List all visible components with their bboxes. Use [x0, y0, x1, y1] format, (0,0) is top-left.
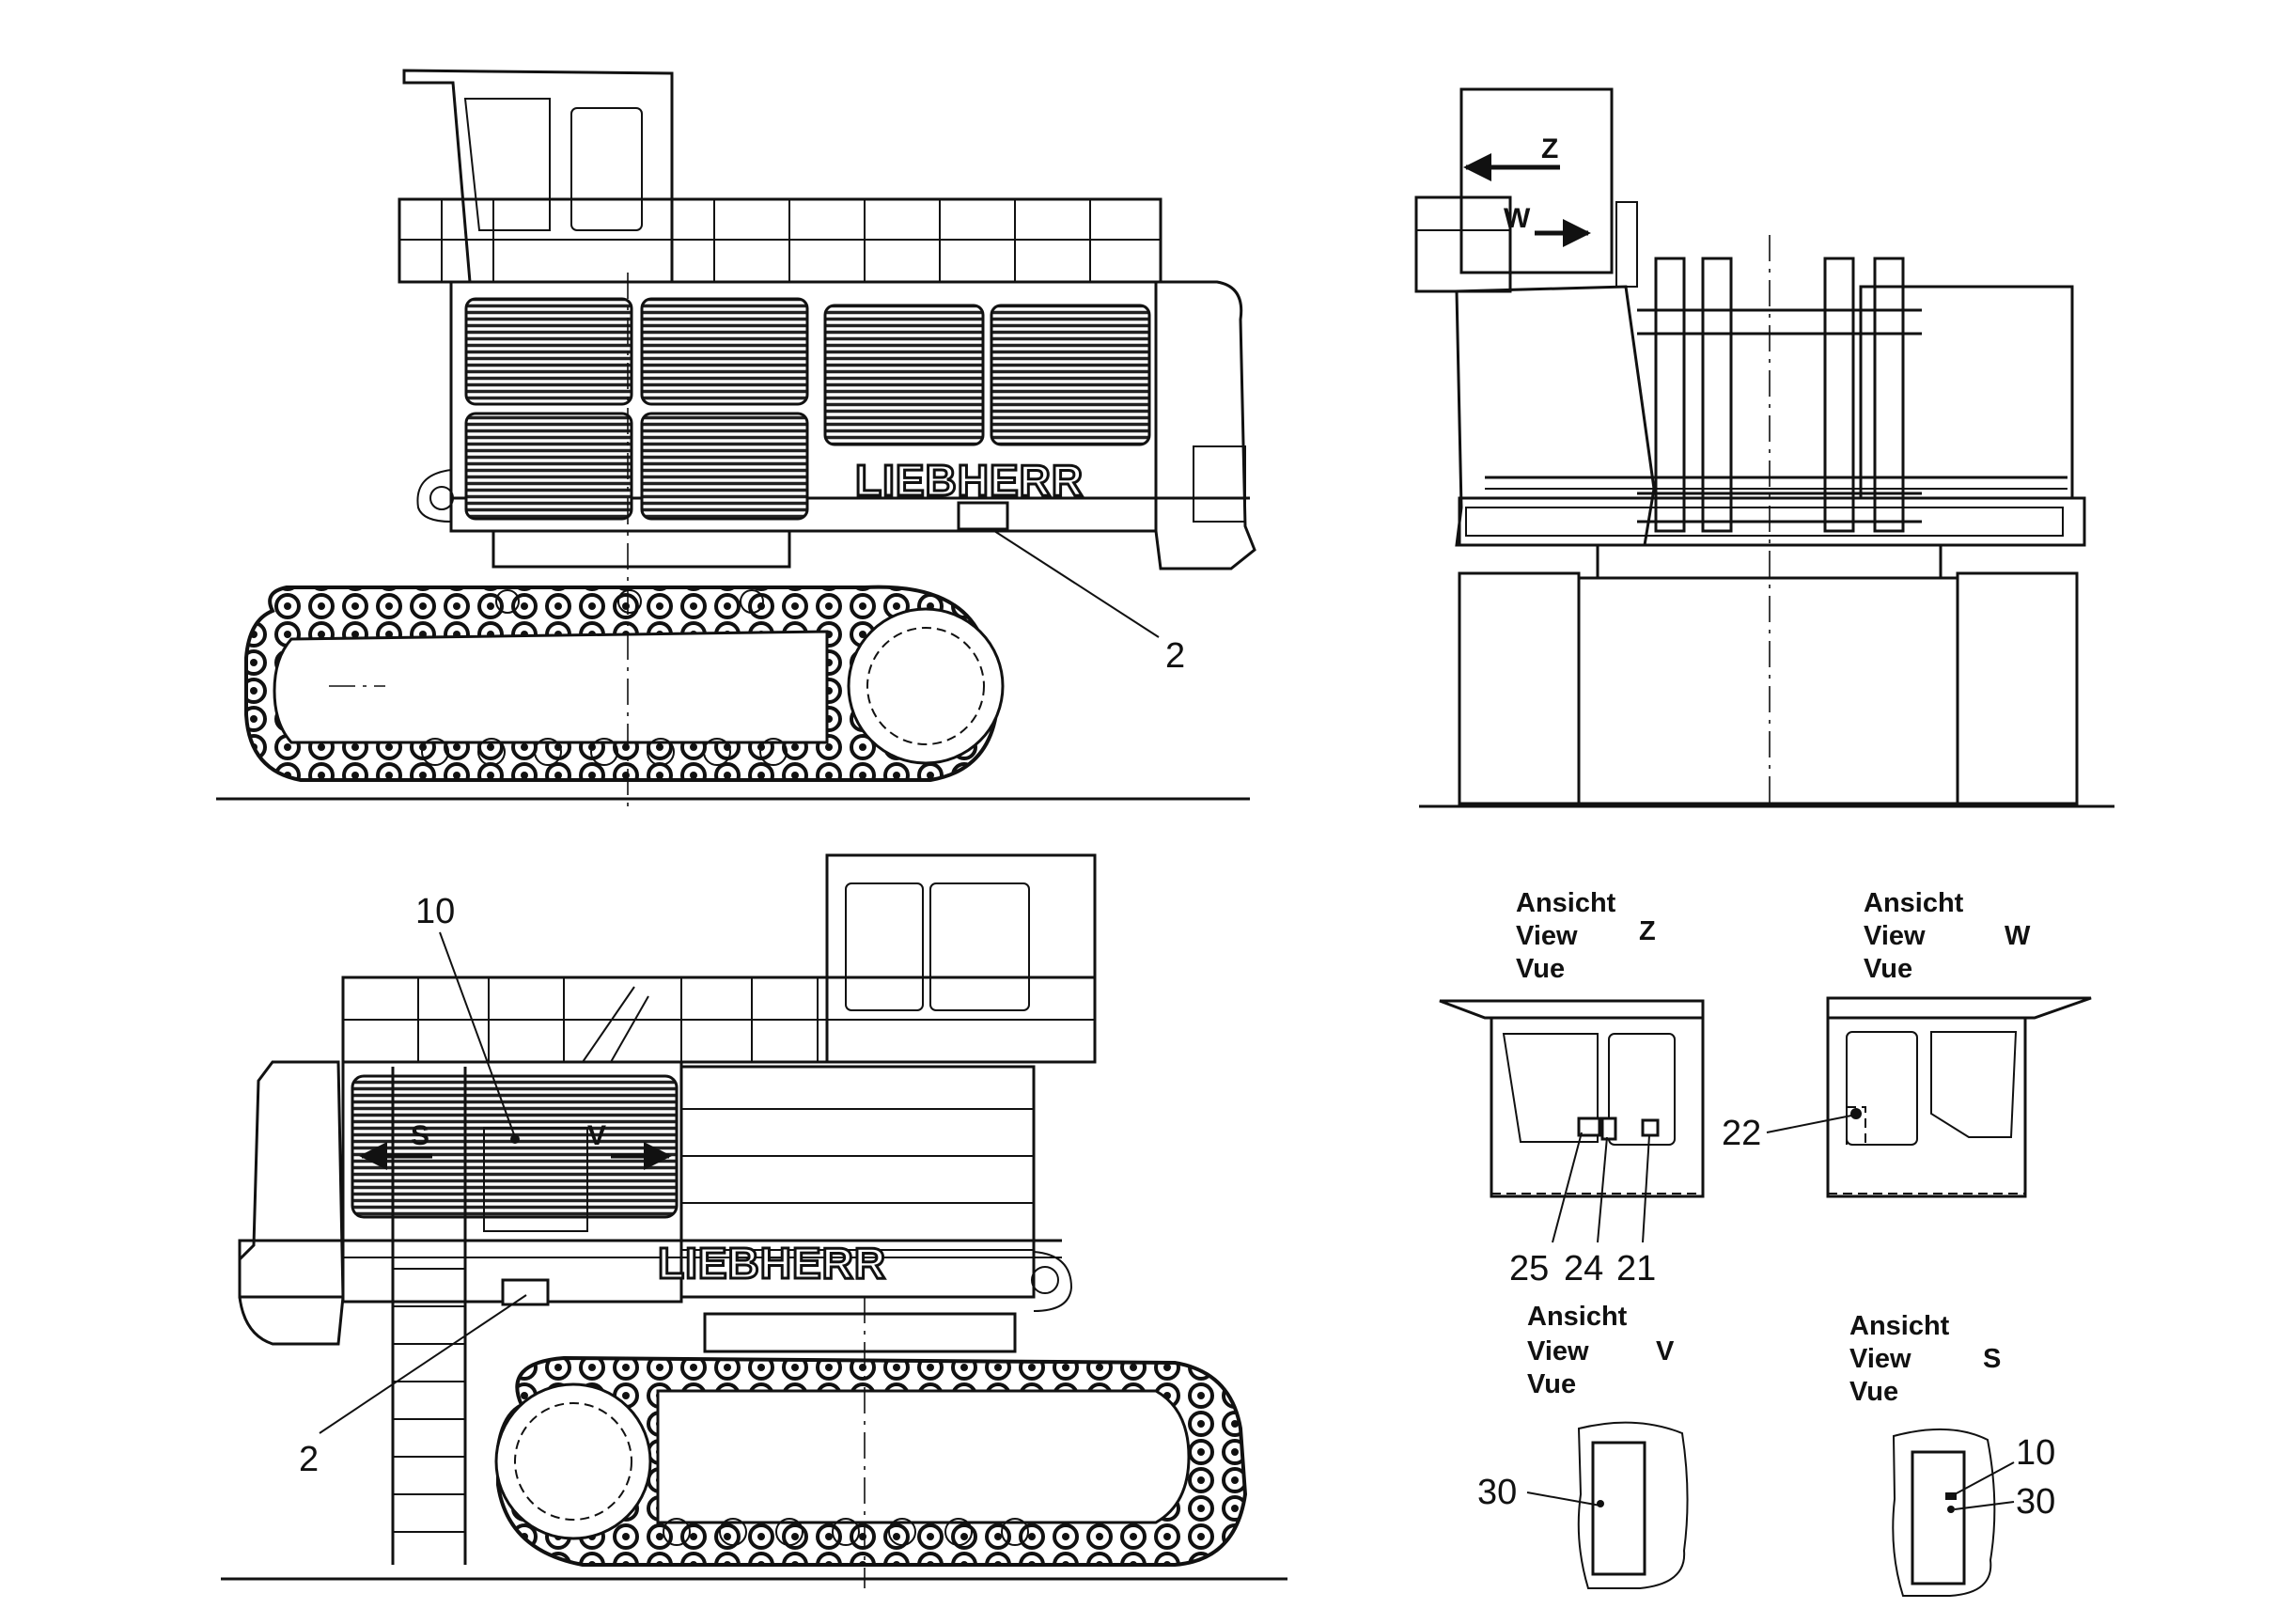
view-s-outline [1892, 1428, 1996, 1597]
grille-bottom [351, 1074, 679, 1219]
cab [402, 69, 674, 284]
view-z-vue: Vue [1516, 954, 1565, 984]
machinery-house [679, 1065, 1036, 1299]
brand-logo-bottom: LIEBHERR [658, 1239, 886, 1288]
callout-10-s: 10 [2016, 1433, 2055, 1473]
carbody [1577, 576, 1959, 805]
arrow-s-label: S [411, 1120, 429, 1151]
cab-door [463, 98, 551, 231]
label-2-top [957, 501, 1009, 531]
side-view-bottom: LIEBHERR [221, 853, 1287, 1588]
view-s-ansicht: Ansicht [1849, 1311, 1950, 1341]
callout-24: 24 [1564, 1249, 1603, 1288]
callout-2-top: 2 [1165, 636, 1185, 676]
view-w-ansicht: Ansicht [1864, 888, 1964, 918]
brand-logo: LIEBHERR [855, 456, 1084, 505]
view-z-cab [1490, 1016, 1705, 1198]
track-frame [273, 630, 829, 744]
callout-30-s: 30 [2016, 1482, 2055, 1522]
leader-24 [1597, 1136, 1608, 1243]
callout-2-bottom: 2 [299, 1440, 319, 1479]
idler-wheel [847, 607, 1005, 765]
view-v-door [1591, 1441, 1646, 1576]
idler-wheel-bottom [494, 1382, 652, 1540]
view-s-vue: Vue [1849, 1377, 1898, 1407]
cab-bottom [825, 853, 1097, 1064]
leader-10-bottom [439, 931, 516, 1138]
view-z: Ansicht View Z Vue 25 24 21 [1439, 888, 1705, 1288]
view-w-cab [1826, 1016, 2027, 1198]
access-ladder [391, 1067, 467, 1565]
left-track [1458, 571, 1581, 805]
leader-30-s [1954, 1501, 2015, 1510]
side-view-top: LIEBHERR 2 [216, 69, 1256, 808]
arrow-z-label: Z [1541, 133, 1558, 164]
callout-22: 22 [1722, 1114, 1761, 1153]
leader-21 [1642, 1134, 1650, 1243]
leader-2-bottom [319, 1294, 527, 1434]
front-view: Z W [1414, 87, 2114, 808]
view-s-letter: S [1983, 1344, 2001, 1374]
leader-25 [1552, 1132, 1583, 1243]
view-w-vue: Vue [1864, 954, 1912, 984]
arrow-v-label: V [587, 1120, 606, 1151]
view-w-view: View [1864, 921, 1926, 951]
view-v: Ansicht View V Vue 30 [1477, 1302, 1689, 1589]
callout-10-bottom: 10 [415, 892, 455, 931]
view-s: Ansicht View S Vue 10 30 [1849, 1311, 2055, 1597]
leader-2-top [991, 528, 1160, 638]
callout-30-v: 30 [1477, 1473, 1517, 1512]
counterweight-bottom [238, 1060, 345, 1346]
view-s-door [1911, 1450, 1966, 1585]
view-w-letter: W [2005, 921, 2031, 951]
callout-25: 25 [1509, 1249, 1549, 1288]
view-w: Ansicht View W Vue 22 [1722, 888, 2092, 1198]
right-track [1956, 571, 2079, 805]
cab-window [570, 107, 643, 231]
view-v-ansicht: Ansicht [1527, 1302, 1628, 1332]
view-z-letter: Z [1639, 916, 1656, 946]
counterweight [1154, 280, 1256, 570]
label-2-bottom [501, 1278, 550, 1306]
leader-22 [1766, 1115, 1852, 1133]
leader-30-v [1526, 1491, 1601, 1507]
view-z-ansicht: Ansicht [1516, 888, 1616, 918]
view-v-view: View [1527, 1336, 1589, 1366]
view-s-view: View [1849, 1344, 1911, 1374]
view-v-letter: V [1656, 1336, 1675, 1366]
view-v-outline [1577, 1421, 1689, 1589]
view-v-vue: Vue [1527, 1369, 1576, 1399]
arrow-w-label: W [1504, 203, 1531, 234]
callout-21: 21 [1616, 1249, 1656, 1288]
leader-10-s [1954, 1461, 2015, 1495]
front-cab [1459, 87, 1614, 274]
view-z-view: View [1516, 921, 1578, 951]
